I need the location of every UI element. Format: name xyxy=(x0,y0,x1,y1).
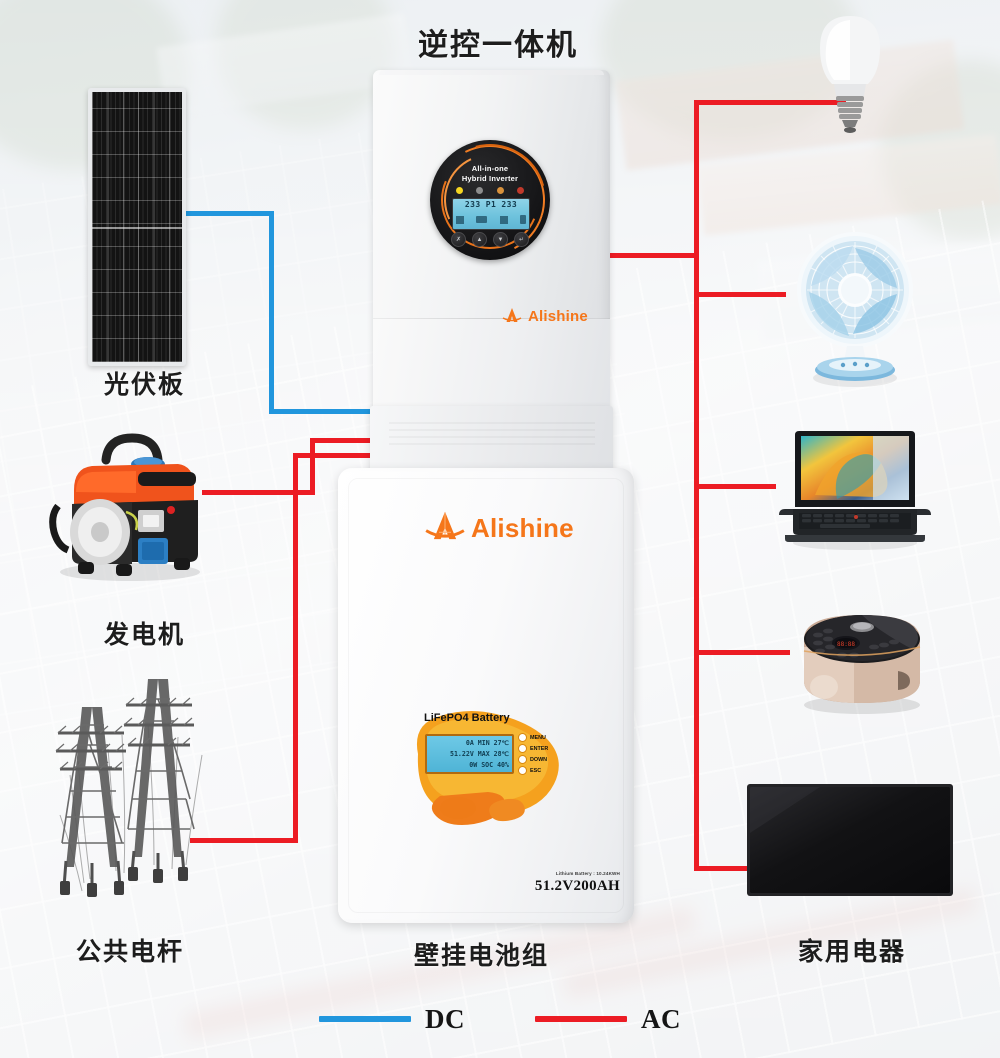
down-button-label: DOWN xyxy=(530,756,548,763)
battery-lcd-screen: 0A MIN 27℃ 51.22V MAX 28℃ 0W SOC 40% xyxy=(425,734,514,774)
battery-menu-buttons[interactable]: MENU ENTER DOWN ESC xyxy=(518,732,566,776)
inverter-up-button[interactable]: ▲ xyxy=(472,232,487,247)
dc-wire-pv-horizontal xyxy=(186,211,274,216)
inverter-panel-title: All-in-one Hybrid Inverter xyxy=(430,164,550,184)
led-charge-indicator xyxy=(496,187,504,194)
esc-button-dot xyxy=(518,766,527,775)
enter-button-label: ENTER xyxy=(530,745,549,752)
ac-wire-generator-vertical xyxy=(310,438,315,495)
battery-brand: Alishine xyxy=(424,510,574,546)
electric-fan xyxy=(785,228,925,390)
inverter-status-leds xyxy=(456,187,524,194)
utility-transmission-towers xyxy=(52,665,242,900)
lcd-battery-icon xyxy=(476,216,488,223)
legend-item-ac: AC xyxy=(535,1004,681,1035)
ac-wire-to-fan xyxy=(694,292,786,297)
inverter-brand: Alishine xyxy=(501,307,588,325)
battery-spec-capacity: 51.2V200AH xyxy=(534,878,620,894)
legend-item-dc: DC xyxy=(319,1004,465,1035)
rice-cooker: 88:88 xyxy=(790,595,935,715)
ac-wire-grid-to-inverter xyxy=(293,453,440,458)
inverter-control-panel[interactable]: All-in-one Hybrid Inverter 233 P1 233 xyxy=(413,123,567,277)
inverter-enter-button[interactable]: ↵ xyxy=(514,232,529,247)
lcd-load-icon xyxy=(519,215,526,224)
led-pv-indicator xyxy=(476,187,484,194)
battery-lcd-line-2: 51.22V MAX 28℃ xyxy=(449,750,509,758)
battery-specification: Lithium Battery : 10.24KWH 51.2V200AH xyxy=(338,871,620,895)
lcd-solar-icon xyxy=(456,215,464,224)
down-button-dot xyxy=(518,755,527,764)
battery-esc-button[interactable]: ESC xyxy=(518,765,566,776)
inverter-panel-title-line1: All-in-one xyxy=(471,164,509,173)
television xyxy=(745,782,955,902)
inverter-esc-button[interactable]: ✗ xyxy=(451,232,466,247)
light-bulb xyxy=(800,12,900,142)
legend-ac-line-icon xyxy=(535,1016,627,1022)
alishine-logo-icon xyxy=(502,308,522,322)
menu-button-dot xyxy=(518,733,527,742)
battery-type-label: LiFePO4 Battery xyxy=(424,712,510,724)
inverter-lcd-icons xyxy=(456,212,526,227)
battery-menu-button[interactable]: MENU xyxy=(518,732,566,743)
generator-label: 发电机 xyxy=(104,620,186,649)
utility-pole-label: 公共电杆 xyxy=(76,937,185,966)
ac-wire-inverter-out xyxy=(608,253,698,258)
home-appliances-label: 家用电器 xyxy=(798,937,907,966)
battery-enter-button[interactable]: ENTER xyxy=(518,743,566,754)
generator xyxy=(38,420,213,585)
laptop xyxy=(775,425,935,555)
menu-button-label: MENU xyxy=(530,734,546,741)
inverter-panel-title-line2: Hybrid Inverter xyxy=(461,174,519,183)
ac-wire-to-tv xyxy=(694,866,752,871)
hybrid-inverter: All-in-one Hybrid Inverter 233 P1 233 xyxy=(370,70,613,476)
inverter-brand-text: Alishine xyxy=(528,307,588,325)
inverter-button-row[interactable]: ✗ ▲ ▼ ↵ xyxy=(451,232,529,247)
page-title: 逆控一体机 xyxy=(418,28,578,63)
led-fault-indicator xyxy=(516,187,524,194)
solar-panel xyxy=(88,88,186,366)
alishine-logo-icon xyxy=(425,511,465,540)
inverter-lcd-screen: 233 P1 233 xyxy=(452,198,530,230)
battery-spec-small: Lithium Battery : 10.24KWH xyxy=(555,871,620,876)
battery-pack-label: 壁挂电池组 xyxy=(414,941,550,970)
wall-mounted-battery: Alishine LiFePO4 Battery 0A MIN 27℃ 51.2… xyxy=(338,468,634,923)
battery-lcd-line-3: 0W SOC 40% xyxy=(469,761,509,769)
battery-brand-text: Alishine xyxy=(471,512,574,543)
ac-wire-generator-horizontal xyxy=(202,490,314,495)
battery-lcd-line-1: 0A MIN 27℃ xyxy=(465,739,509,747)
esc-button-label: ESC xyxy=(530,767,542,774)
legend: DC AC xyxy=(0,995,1000,1043)
inverter-lcd-value: 233 P1 233 xyxy=(464,200,518,209)
svg-text:88:88: 88:88 xyxy=(837,641,855,648)
legend-ac-label: AC xyxy=(641,1003,681,1034)
legend-dc-label: DC xyxy=(425,1003,465,1034)
dc-wire-pv-vertical xyxy=(269,211,274,413)
battery-display-graphic: LiFePO4 Battery 0A MIN 27℃ 51.22V MAX 28… xyxy=(406,704,566,830)
ac-wire-to-bulb xyxy=(694,100,846,105)
ac-wire-to-cooker xyxy=(694,650,790,655)
dc-wire-pv-to-inverter xyxy=(269,409,445,414)
enter-button-dot xyxy=(518,744,527,753)
led-ac-indicator xyxy=(456,187,463,194)
ac-wire-grid-horizontal xyxy=(190,838,298,843)
ac-wire-to-laptop xyxy=(694,484,776,489)
solar-panel-label: 光伏板 xyxy=(104,370,186,399)
lcd-grid-icon xyxy=(499,215,508,224)
inverter-down-button[interactable]: ▼ xyxy=(493,232,508,247)
battery-down-button[interactable]: DOWN xyxy=(518,754,566,765)
legend-dc-line-icon xyxy=(319,1016,411,1022)
ac-wire-grid-vertical xyxy=(293,453,298,843)
